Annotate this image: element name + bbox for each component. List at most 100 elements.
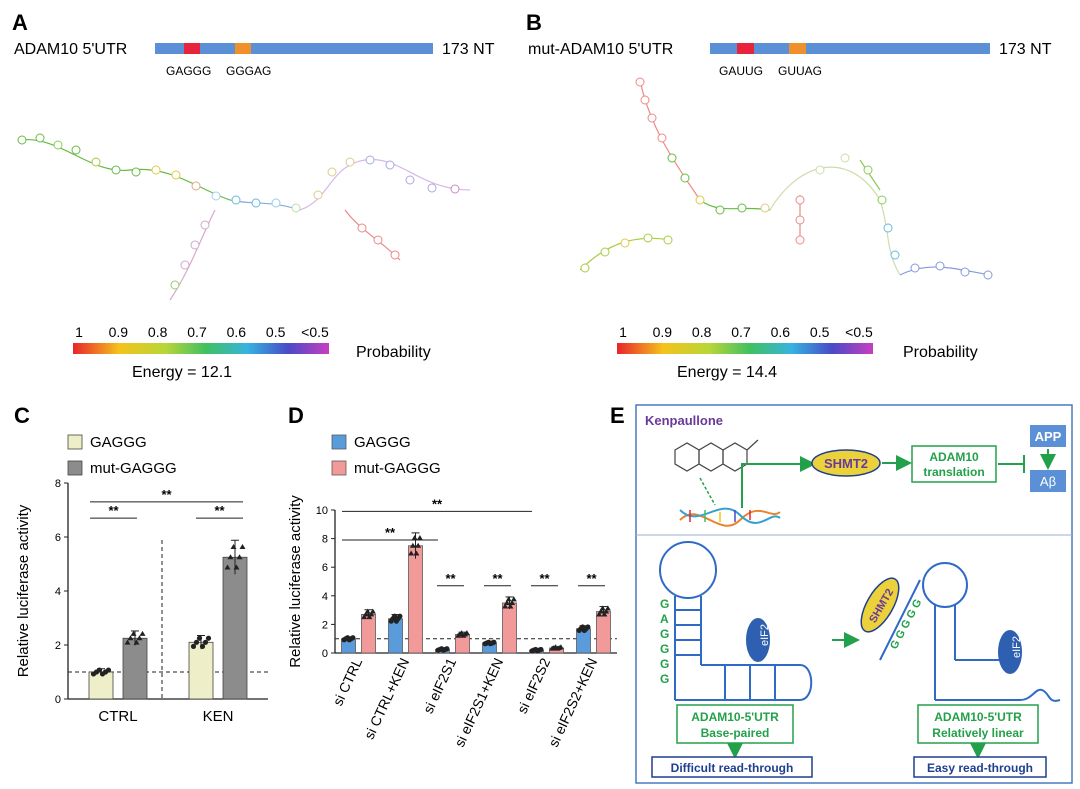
motif1-box-b: [737, 43, 754, 54]
data-point: [538, 646, 544, 653]
data-point: [585, 624, 591, 630]
data-point: [604, 605, 611, 611]
hairpin-linear: [922, 562, 1061, 702]
right-result-label: Easy read-through: [927, 761, 1033, 775]
panel-letter-d: D: [288, 403, 304, 428]
data-point: [463, 630, 470, 636]
length-label-a: 173 NT: [442, 41, 495, 58]
data-point: [601, 611, 608, 617]
significance-label: **: [586, 571, 597, 586]
data-point: [105, 667, 112, 673]
y-tick-label: 2: [55, 640, 61, 652]
dna-helix-icon: [679, 507, 781, 527]
data-point: [350, 635, 356, 641]
x-tick-label: KEN: [203, 708, 234, 725]
data-point: [397, 613, 403, 619]
significance-label: **: [161, 487, 172, 502]
motif2-box-a: [235, 43, 251, 54]
length-label-b: 173 NT: [999, 41, 1052, 58]
rna-structure-b: [579, 79, 991, 276]
significance-label: **: [214, 503, 225, 518]
data-point: [139, 630, 146, 636]
motif1-box-a: [184, 43, 200, 54]
x-tick-label: si CTRL+KEN: [361, 656, 412, 742]
right-utr-line2: Relatively linear: [932, 726, 1024, 740]
y-tick-label: 6: [322, 562, 328, 574]
data-point: [362, 611, 369, 617]
legend-label: mut-GAGGG: [354, 460, 441, 477]
motif2-label-a: GGGAG: [226, 64, 271, 78]
left-result-label: Difficult read-through: [671, 761, 794, 775]
right-utr-box: [917, 704, 1039, 744]
data-point: [236, 554, 243, 560]
y-tick-label: 4: [55, 586, 61, 598]
app-label: APP: [1035, 429, 1062, 444]
data-point: [505, 596, 512, 602]
data-point: [557, 644, 564, 650]
stem-letter: G: [660, 627, 669, 641]
right-result-box: [913, 756, 1047, 778]
adam10-translation-line1: ADAM10: [929, 450, 979, 464]
significance-label: **: [108, 503, 119, 518]
data-point: [409, 542, 416, 548]
abeta-label: Aβ: [1040, 474, 1056, 489]
utr-title-a: ADAM10 5'UTR: [14, 41, 127, 58]
stem-letter: G: [660, 657, 669, 671]
panel-a: A ADAM10 5'UTR 173 NT GAGGG GGGAG: [12, 10, 495, 381]
left-utr-box: [676, 704, 794, 744]
bar: [408, 545, 423, 654]
utr-bar-a: [155, 43, 433, 54]
data-point: [202, 639, 209, 645]
y-axis-label: Relative luciferase activity: [287, 495, 304, 668]
eif2-right-label: eIF2: [1011, 636, 1023, 658]
data-point: [596, 611, 603, 617]
data-point: [416, 535, 423, 541]
energy-label-b: Energy = 14.4: [677, 364, 777, 381]
data-point: [127, 635, 134, 641]
data-point: [230, 544, 237, 550]
hairpin-base-paired: [659, 541, 813, 701]
y-axis-label: Relative luciferase activity: [15, 504, 32, 677]
x-tick-label: si eIF2S2+KEN: [545, 656, 600, 750]
scale-tick-label: 0.5: [266, 324, 286, 340]
y-tick-label: 2: [322, 619, 328, 631]
data-point: [361, 614, 368, 620]
stem-letter: A: [660, 612, 669, 626]
y-tick-label: 8: [322, 534, 328, 546]
data-point: [124, 639, 131, 645]
probability-label-a: Probability: [356, 344, 431, 361]
scale-tick-label: <0.5: [845, 324, 873, 340]
adam10-translation-box: [911, 445, 997, 483]
legend-swatch: [331, 434, 347, 450]
data-point: [502, 603, 509, 609]
motif1-label-b: GAUUG: [719, 64, 763, 78]
data-point: [507, 603, 514, 609]
x-tick-label: si eIF2S1: [420, 655, 460, 716]
legend-label: GAGGG: [354, 434, 411, 451]
significance-label: **: [445, 571, 456, 586]
y-tick-label: 0: [55, 694, 61, 706]
abeta-box: [1030, 470, 1066, 492]
left-utr-line2: Base-paired: [701, 726, 770, 740]
y-tick-label: 0: [322, 648, 328, 660]
app-box: [1030, 425, 1066, 447]
legend-label: GAGGG: [90, 434, 147, 451]
scale-tick-label: 0.5: [810, 324, 830, 340]
data-point: [510, 596, 517, 602]
data-point: [509, 599, 516, 605]
significance-label: **: [385, 525, 396, 540]
bar: [388, 618, 403, 654]
x-tick-label: si CTRL: [329, 655, 365, 708]
bar: [361, 613, 376, 654]
significance-label: **: [492, 571, 503, 586]
motif1-label-a: GAGGG: [166, 64, 211, 78]
data-point: [368, 611, 375, 617]
bound-strand: [879, 579, 921, 661]
right-utr-line1: ADAM10-5'UTR: [934, 710, 1022, 724]
scale-tick-label: 1: [619, 324, 627, 340]
bar: [88, 671, 114, 700]
kenpaullone-label: Kenpaullone: [645, 413, 723, 428]
data-point: [224, 564, 231, 570]
